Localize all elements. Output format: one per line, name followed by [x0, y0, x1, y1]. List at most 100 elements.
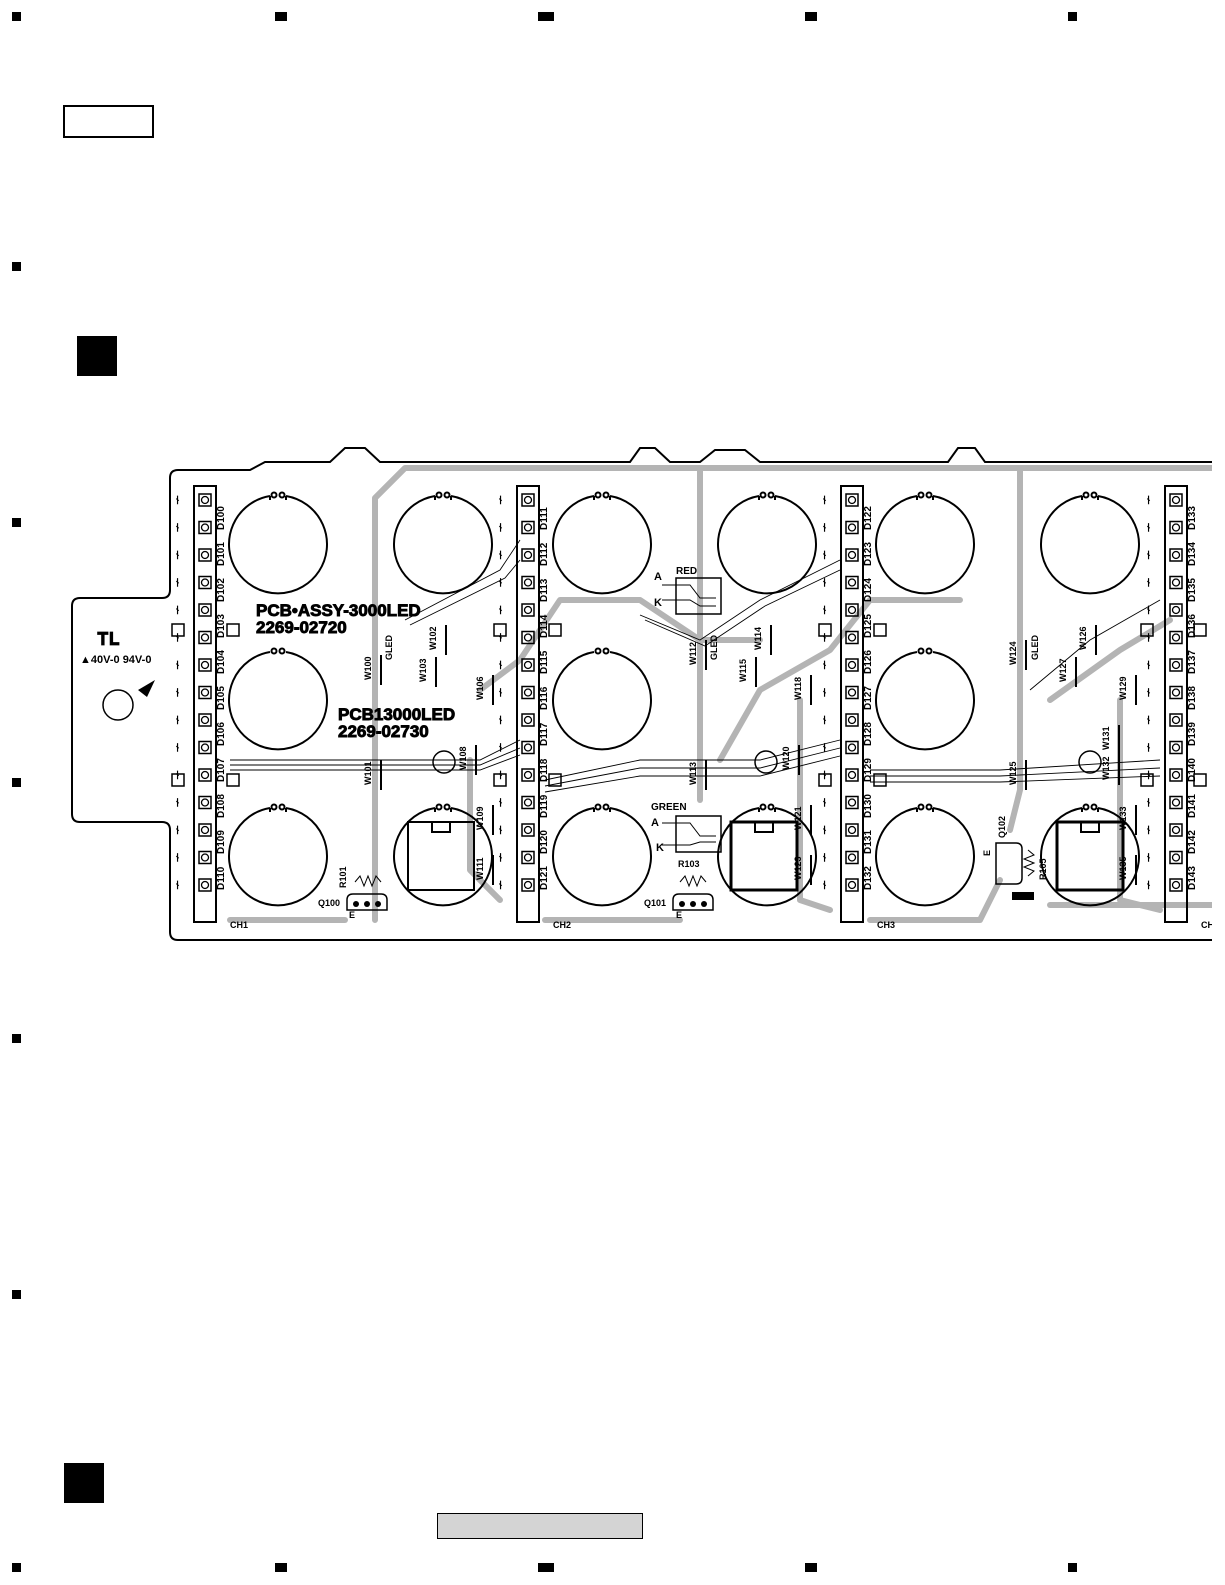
led-connector-strip: ⫮⫮⫮⫮⫮⫮⫮⫮⫮⫮⫮⫮⫮⫮⫮ — [822, 485, 864, 923]
transistor-q101: Q101 E R103 — [644, 859, 714, 920]
led-designator: D129 — [863, 758, 874, 782]
led-designator: D121 — [539, 866, 550, 890]
test-pad — [873, 623, 887, 637]
frame-mark-top-1 — [12, 12, 21, 21]
mounting-hole — [102, 689, 134, 721]
led-pad: ⫮ — [175, 631, 212, 645]
frame-mark-bottom-2 — [275, 1563, 287, 1572]
led-designator: D139 — [1187, 722, 1198, 746]
led-symbol-icon: ⫮ — [1146, 851, 1151, 865]
led-pad: ⫮ — [498, 878, 535, 892]
test-pad — [1193, 623, 1207, 637]
led-symbol-icon: ⫮ — [1146, 823, 1151, 837]
led-designator: D124 — [863, 578, 874, 602]
test-pad — [226, 623, 240, 637]
header-label-box — [63, 105, 154, 138]
led-symbol-icon: ⫮ — [1146, 631, 1151, 645]
led-symbol-icon: ⫮ — [498, 851, 503, 865]
led-symbol-icon: ⫮ — [175, 878, 180, 892]
trace-mid-1 — [717, 597, 963, 763]
led-pad: ⫮ — [498, 713, 535, 727]
jumper-label: W125 — [1008, 761, 1018, 785]
button-cutout — [393, 491, 493, 595]
led-symbol-icon: ⫮ — [498, 576, 503, 590]
channel-label: CH3 — [877, 920, 895, 930]
jumper-label: W101 — [363, 761, 373, 785]
led-designator: D125 — [863, 614, 874, 638]
led-symbol-icon: ⫮ — [822, 741, 827, 755]
jumper-label: W113 — [688, 762, 698, 785]
led-pad: ⫮ — [822, 658, 859, 672]
page-corner-marker — [64, 1463, 104, 1503]
led-pad: ⫮ — [1146, 768, 1183, 782]
led-symbol-icon: ⫮ — [175, 741, 180, 755]
led-pad: ⫮ — [175, 548, 212, 562]
frame-mark-top-3 — [538, 12, 554, 21]
led-pad: ⫮ — [822, 576, 859, 590]
gled-label: GLED — [1030, 634, 1040, 660]
led-designator: D140 — [1187, 758, 1198, 782]
led-designator: D137 — [1187, 650, 1198, 674]
jumper-label: W127 — [1058, 658, 1068, 682]
green-led-label: GREEN — [651, 802, 687, 813]
led-symbol-icon: ⫮ — [175, 796, 180, 810]
led-designator: D135 — [1187, 578, 1198, 602]
led-pad: ⫮ — [498, 796, 535, 810]
led-symbol-icon: ⫮ — [175, 823, 180, 837]
button-cutout — [552, 491, 652, 595]
jumper-label: W114 — [753, 627, 763, 650]
led-pad: ⫮ — [1146, 631, 1183, 645]
led-pad: ⫮ — [498, 768, 535, 782]
button-cutout — [228, 491, 328, 595]
led-symbol-icon: ⫮ — [175, 493, 180, 507]
led-pad: ⫮ — [175, 796, 212, 810]
led-designator: D114 — [539, 614, 550, 638]
led-pad: ⫮ — [822, 851, 859, 865]
led-designator: D107 — [216, 758, 227, 782]
led-pad: ⫮ — [1146, 521, 1183, 535]
led-designator: D108 — [216, 794, 227, 818]
led-symbol-icon: ⫮ — [822, 823, 827, 837]
button-cutout — [1040, 491, 1140, 595]
led-symbol-icon: ⫮ — [822, 768, 827, 782]
button-cutout — [228, 647, 328, 751]
jumper-label: W112 — [688, 642, 698, 665]
led-pad: ⫮ — [498, 741, 535, 755]
led-symbol-icon: ⫮ — [498, 741, 503, 755]
button-cutout — [875, 647, 975, 751]
ul-recognized-icon: 𝐓𝐋 — [97, 629, 120, 649]
led-pad: ⫮ — [175, 823, 212, 837]
led-symbol-icon: ⫮ — [822, 878, 827, 892]
led-pad: ⫮ — [1146, 796, 1183, 810]
led-pad: ⫮ — [175, 521, 212, 535]
gled-label: GLED — [709, 634, 719, 660]
button-cutout — [393, 803, 493, 907]
button-cutout — [552, 803, 652, 907]
led-pad: ⫮ — [822, 878, 859, 892]
led-designator: D102 — [216, 578, 227, 602]
led-designator: D109 — [216, 830, 227, 854]
led-pad: ⫮ — [1146, 603, 1183, 617]
board-subtitle-line1: PCB13000LED — [338, 705, 455, 724]
transistor-q100: Q100 E R101 — [318, 866, 388, 920]
led-designator: D143 — [1187, 866, 1198, 890]
led-designator: D126 — [863, 650, 874, 674]
led-designator: D123 — [863, 542, 874, 566]
led-symbol-icon: ⫮ — [498, 713, 503, 727]
switch-pad-1 — [407, 821, 475, 891]
led-pad: ⫮ — [822, 631, 859, 645]
led-designator: D127 — [863, 686, 874, 710]
led-symbol-icon: ⫮ — [175, 631, 180, 645]
led-symbol-icon: ⫮ — [1146, 576, 1151, 590]
frame-mark-left-5 — [12, 1290, 21, 1299]
frame-mark-top-4 — [805, 12, 817, 21]
test-pad — [873, 773, 887, 787]
board-title-line2: 2269-02720 — [256, 618, 347, 637]
red-led-cathode-label: K — [654, 597, 662, 609]
led-symbol-icon: ⫮ — [498, 631, 503, 645]
led-pad: ⫮ — [1146, 686, 1183, 700]
r103-label: R103 — [678, 859, 700, 869]
test-pad — [171, 773, 185, 787]
led-pad: ⫮ — [175, 851, 212, 865]
led-designator: D112 — [539, 542, 550, 566]
